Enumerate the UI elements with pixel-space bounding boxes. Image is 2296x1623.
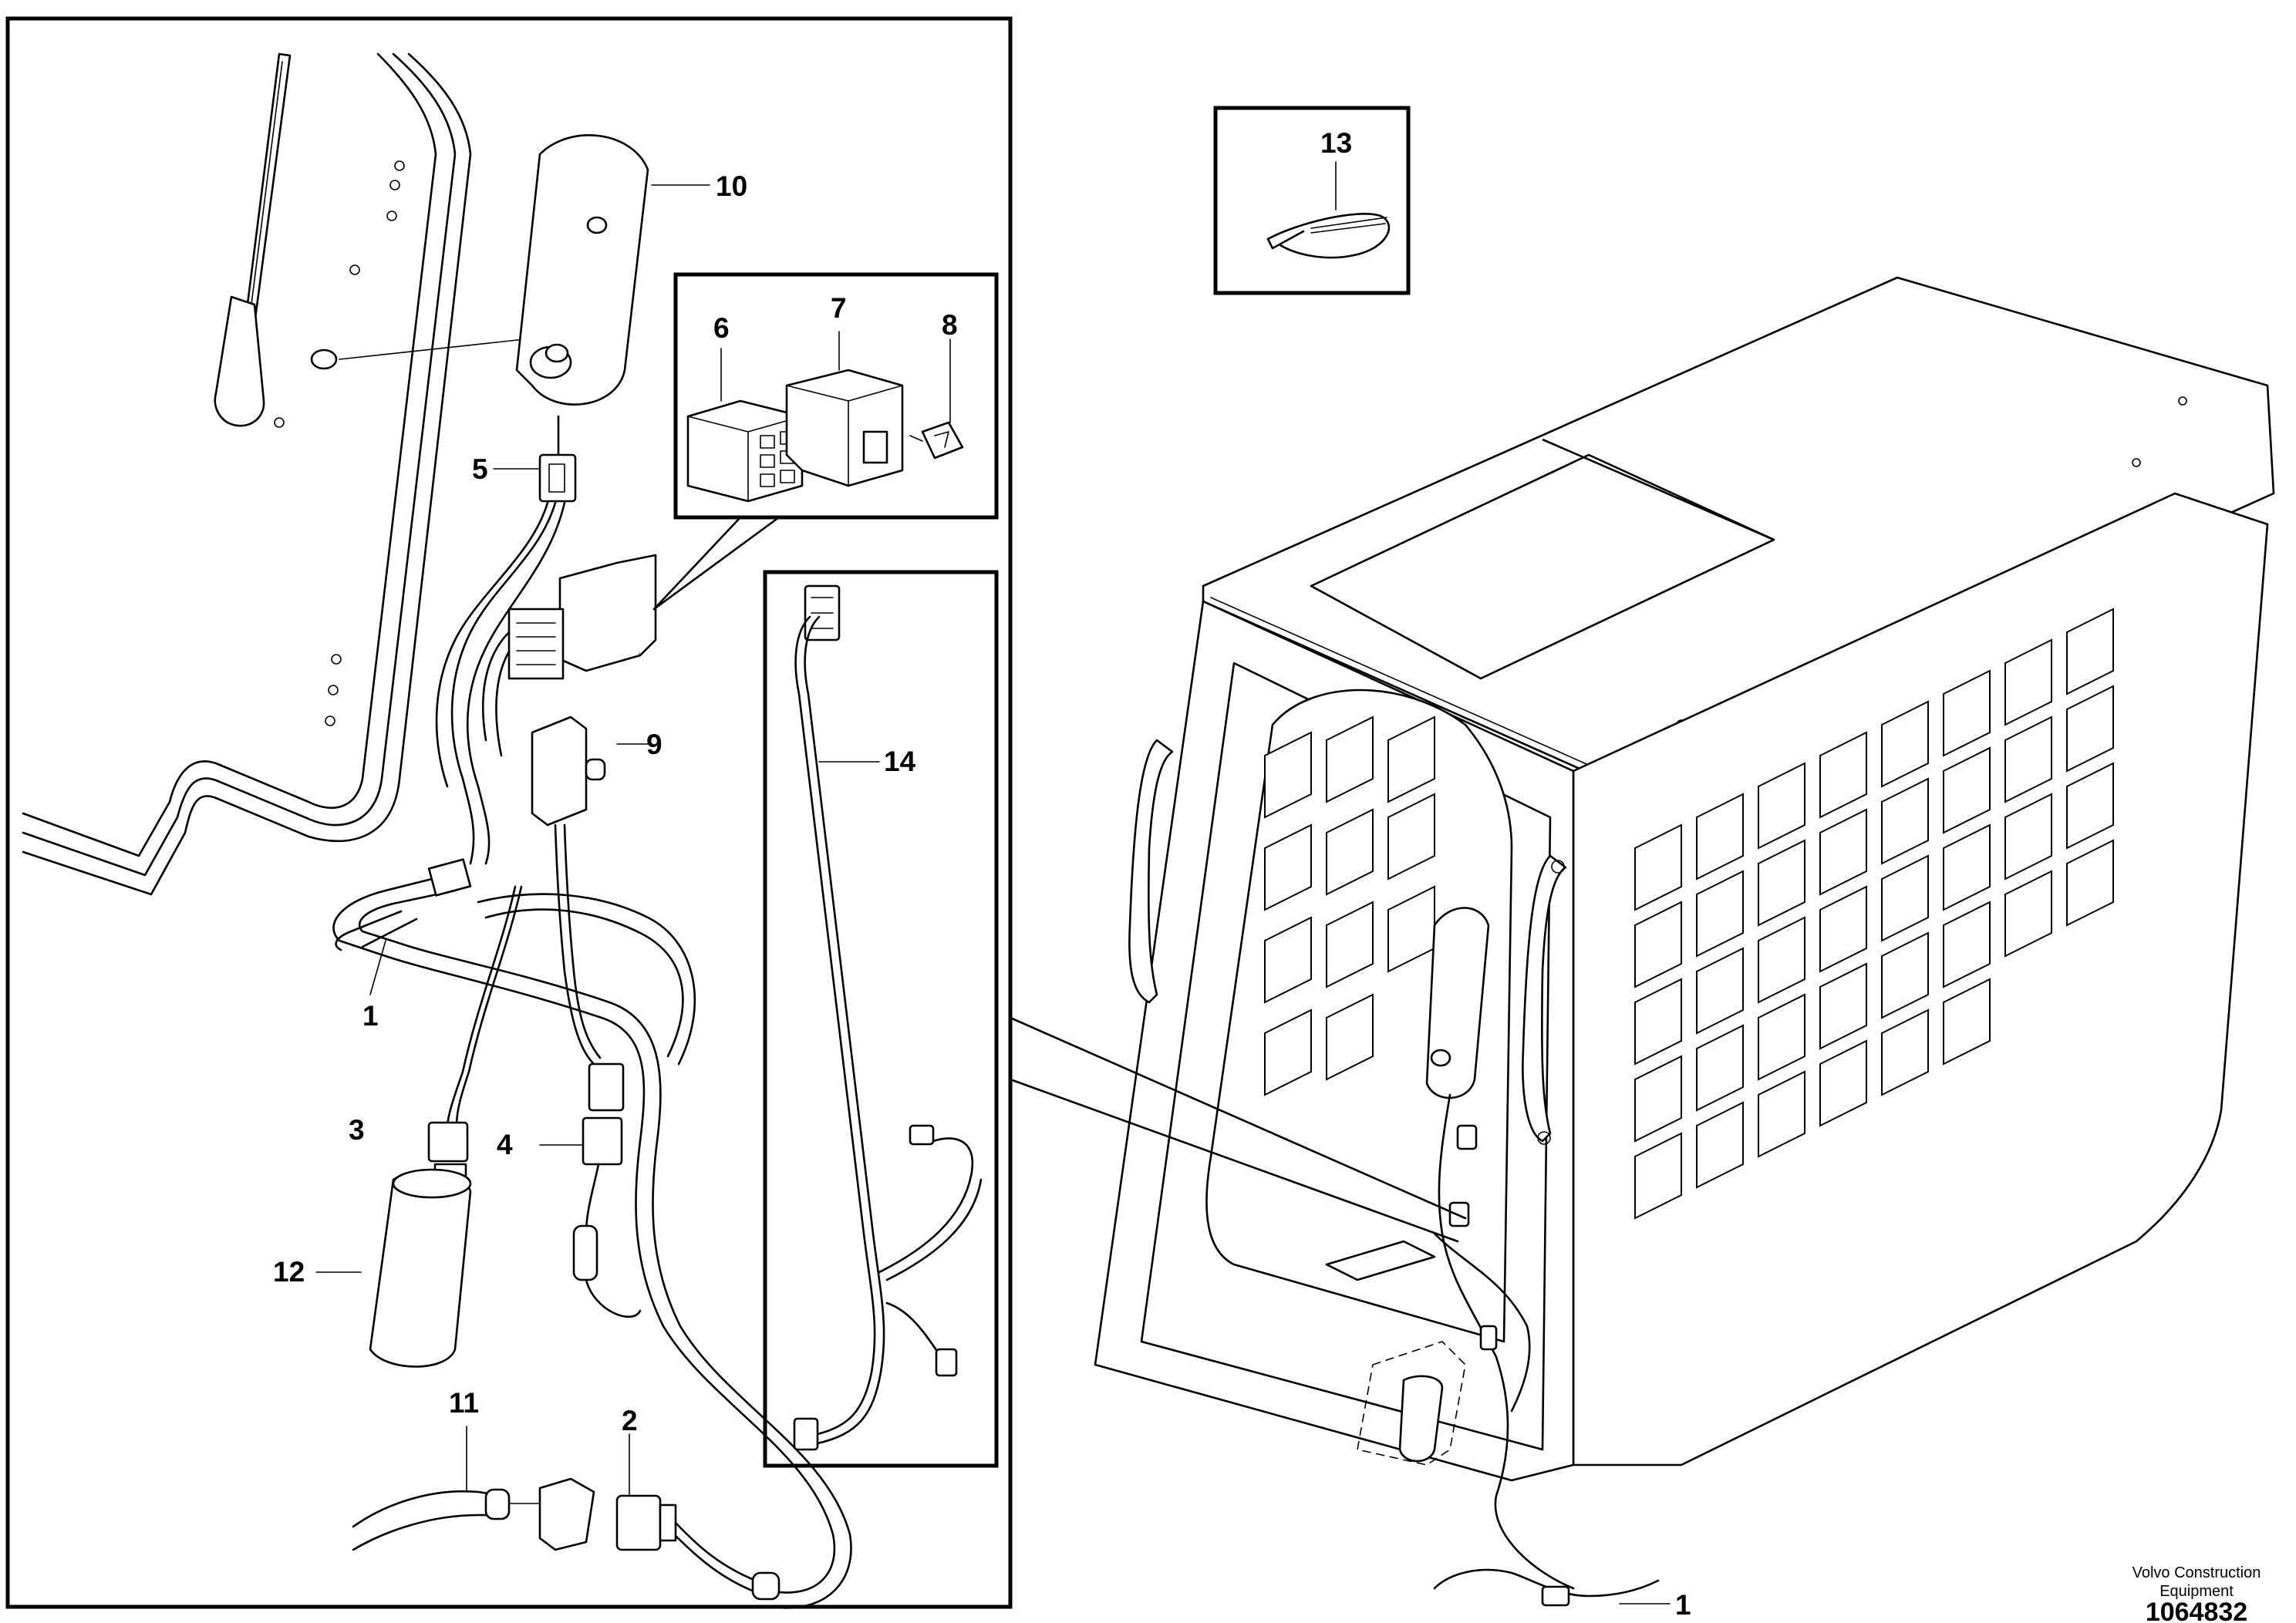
callout-10: 10 xyxy=(716,170,747,202)
brand-line-2: Equipment xyxy=(2159,1583,2234,1600)
connector-11 xyxy=(352,1426,595,1551)
cab-grille xyxy=(1264,608,2114,1220)
wiper-motor xyxy=(515,134,710,406)
connector-block-6 xyxy=(686,348,804,503)
callout-2: 2 xyxy=(622,1405,638,1436)
callout-8: 8 xyxy=(942,309,958,341)
symbol-plate-8 xyxy=(909,338,964,460)
harness-inset xyxy=(763,570,999,1468)
switch-callout-pointer xyxy=(652,516,781,611)
callout-5: 5 xyxy=(472,453,488,485)
switch-parts-inset xyxy=(673,272,999,520)
callout-12: 12 xyxy=(273,1256,305,1288)
callout-11: 11 xyxy=(449,1387,479,1419)
wiper-arm xyxy=(214,52,525,427)
callout-3: 3 xyxy=(349,1114,365,1146)
cab-assembly xyxy=(1094,276,2275,1607)
brand-line-1: Volvo Construction xyxy=(2132,1564,2261,1581)
connector-2 xyxy=(615,1433,781,1601)
main-cable xyxy=(332,858,852,1609)
switch-9 xyxy=(531,716,649,1066)
cable-tie-13 xyxy=(1266,161,1391,259)
callout-6: 6 xyxy=(713,312,730,344)
callout-9: 9 xyxy=(646,729,663,760)
detail-pointer-lines xyxy=(1009,1016,1467,1243)
connector-4 xyxy=(539,1062,642,1318)
callout-4: 4 xyxy=(497,1129,513,1160)
callout-13: 13 xyxy=(1320,127,1352,159)
callout-1-cab: 1 xyxy=(1675,1589,1691,1621)
switch-assembly xyxy=(481,554,657,757)
detail-frame-left xyxy=(5,16,1013,1609)
callout-7: 7 xyxy=(831,292,847,324)
callout-1: 1 xyxy=(362,1000,379,1032)
door-panel xyxy=(22,52,472,896)
rocker-switch-7 xyxy=(785,331,904,487)
document-number: 1064832 xyxy=(2146,1598,2247,1623)
motor-harness xyxy=(435,501,566,865)
capacitor-12 xyxy=(315,1168,472,1368)
connector-5 xyxy=(493,415,577,503)
cable-tie-inset xyxy=(1213,106,1411,295)
callout-14: 14 xyxy=(884,746,916,777)
harness-14 xyxy=(793,584,983,1451)
